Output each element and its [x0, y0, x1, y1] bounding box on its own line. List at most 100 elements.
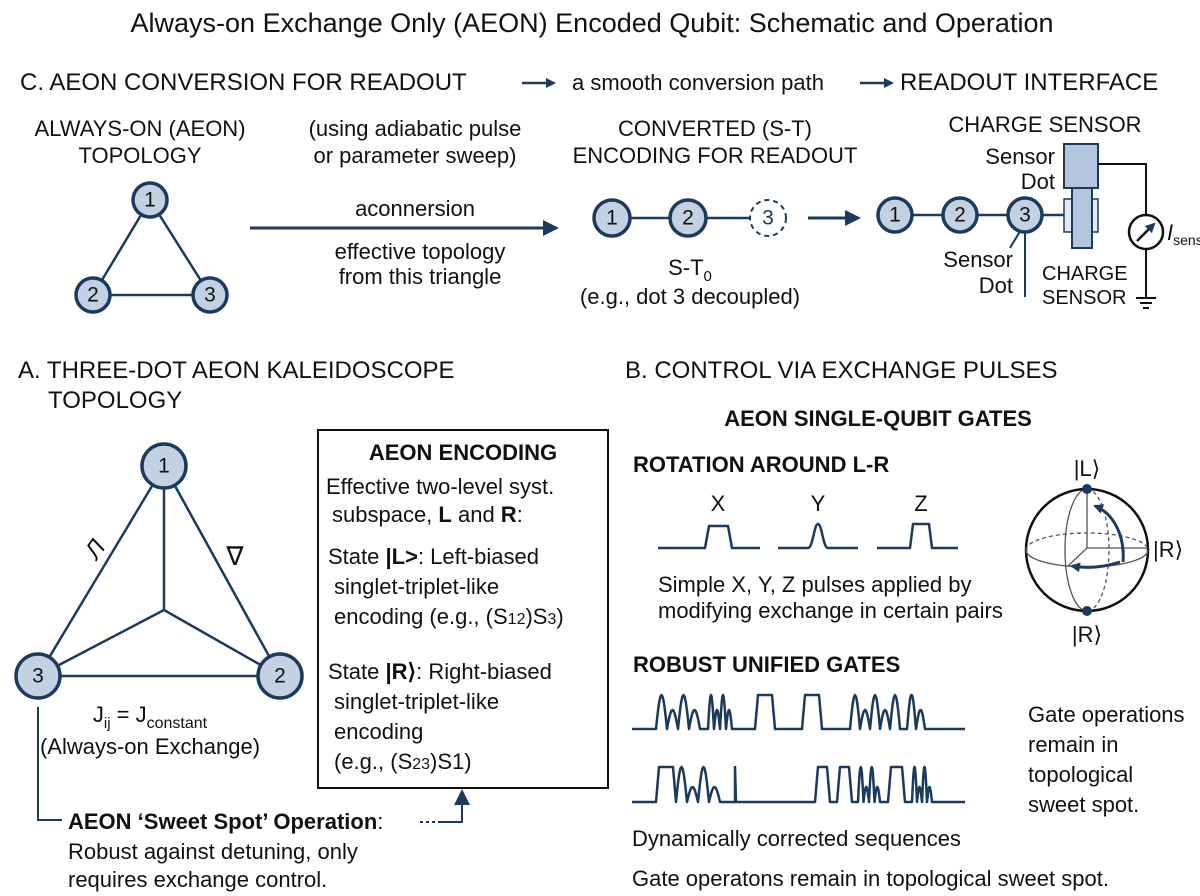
dot-label: 3: [32, 665, 44, 688]
dot-label: 2: [87, 284, 99, 307]
waveform-sequence: [632, 765, 965, 804]
sensor-channel: [1071, 185, 1093, 249]
sensor-dot-label: Sensor: [943, 247, 1013, 272]
state-r-text: encoding: [334, 719, 423, 744]
dot-node: [14, 652, 62, 700]
bloch-label-top: |L⟩: [1074, 456, 1101, 481]
dot-label: 3: [762, 207, 774, 230]
robust-note: Gate operations: [1028, 702, 1185, 727]
dot-label: 2: [682, 207, 694, 230]
pulse-label: Y: [811, 491, 826, 516]
dot-label: 2: [954, 204, 966, 227]
edge-symbol: ∇: [225, 541, 244, 571]
sensor-dot: [1063, 143, 1099, 189]
sweet-spot-title: AEON ‘Sweet Spot’ Operation:: [68, 809, 383, 834]
encoding-text: Effective two-level syst.: [326, 474, 554, 499]
gates-title: AEON SINGLE-QUBIT GATES: [724, 406, 1032, 431]
state-l-text: encoding (e.g., (S12)S3): [334, 604, 564, 629]
rotation-title: ROTATION AROUND L-R: [633, 452, 889, 477]
page-title: Always-on Exchange Only (AEON) Encoded Q…: [131, 8, 1054, 38]
dot-node: [592, 198, 632, 238]
dot-label: 1: [158, 455, 170, 478]
sweet-spot-desc: requires exchange control.: [68, 867, 327, 892]
sweet-spot-desc: Robust against detuning, only: [68, 839, 358, 864]
path-label: a smooth conversion path: [572, 70, 824, 95]
arrow-sublabel: effective topology: [335, 239, 506, 264]
sensor-title: CHARGE SENSOR: [948, 112, 1141, 137]
state-l-text: State |L>: Left-biased: [328, 544, 539, 569]
arrow-icon: [440, 789, 470, 823]
pulse-label: Z: [914, 491, 927, 516]
dot-node: [876, 196, 914, 234]
j-label: Jij = Jconstant: [93, 702, 208, 732]
bloch-label-right: |R⟩: [1153, 537, 1183, 562]
section-c-heading: C. AEON CONVERSION FOR READOUT: [20, 69, 467, 96]
section-b-heading: B. CONTROL VIA EXCHANGE PULSES: [625, 357, 1058, 384]
robust-note: topological: [1028, 762, 1133, 787]
dot-label: 1: [144, 189, 156, 212]
converted-chain: 1 2 3: [592, 198, 787, 238]
topology-title: ALWAYS-ON (AEON): [34, 116, 245, 141]
dot-node: [74, 276, 112, 314]
charge-sensor-label: CHARGE: [1042, 263, 1128, 285]
small-triangle: 1 2 3: [74, 181, 229, 314]
section-a: A. THREE-DOT AEON KALEIDOSCOPE TOPOLOGY …: [14, 357, 609, 892]
readout-chain: 1 2 3: [876, 143, 1165, 309]
charge-sensor-label: SENSOR: [1042, 287, 1126, 309]
dot-node: [668, 198, 708, 238]
x-pulse: [658, 524, 760, 550]
section-a-heading: TOPOLOGY: [48, 387, 182, 414]
st-note: (e.g., dot 3 decoupled): [580, 284, 800, 309]
section-b: B. CONTROL VIA EXCHANGE PULSES AEON SING…: [625, 357, 1185, 891]
encoding-box: AEON ENCODING Effective two-level syst. …: [317, 429, 609, 789]
dot-node: [1006, 196, 1044, 234]
sequence-caption: Dynamically corrected sequences: [632, 826, 961, 851]
dot-node: [191, 276, 229, 314]
y-pulse: [778, 522, 858, 550]
state-r-text: State |R⟩: Right-biased: [328, 659, 552, 684]
state-l-text: singlet-triplet-like: [334, 574, 499, 599]
footer-text: Gate operatons remain in topological swe…: [632, 866, 1109, 891]
exchange-note: (Always-on Exchange): [40, 734, 260, 759]
sensor-dot-label: Dot: [979, 273, 1013, 298]
dot-label: 3: [1019, 204, 1031, 227]
pulse-desc: modifying exchange in certain pairs: [658, 598, 1003, 623]
method-note: or parameter sweep): [314, 143, 517, 168]
dot-label: 1: [606, 207, 618, 230]
dot-label: 1: [889, 204, 901, 227]
rotation-arrow: [1093, 504, 1125, 563]
state-r-text: (e.g., (S23)S1): [334, 749, 472, 774]
robust-title: ROBUST UNIFIED GATES: [633, 652, 900, 677]
section-c: C. AEON CONVERSION FOR READOUT a smooth …: [20, 69, 1200, 314]
state-r-text: singlet-triplet-like: [334, 689, 499, 714]
readout-heading: READOUT INTERFACE: [900, 69, 1158, 96]
converted-title: ENCODING FOR READOUT: [573, 143, 858, 168]
sensor-dot-label: Dot: [1021, 169, 1055, 194]
pulse-desc: Simple X, Y, Z pulses applied by: [658, 572, 971, 597]
sensor-dot-label: Sensor: [985, 144, 1055, 169]
encoding-title: AEON ENCODING: [369, 440, 557, 465]
z-pulse: [877, 522, 958, 550]
dot-node: [256, 652, 304, 700]
dot-node: [131, 181, 169, 219]
kaleidoscope-triangle: 1 2 3 Л ∇: [14, 442, 304, 700]
waveform-sequence: [632, 693, 965, 731]
pulse-label: X: [711, 491, 726, 516]
arrow-sublabel: from this triangle: [339, 264, 502, 289]
converted-title: CONVERTED (S-T): [618, 116, 812, 141]
st-label: S-T0: [668, 255, 712, 285]
current-label: Isens: [1167, 220, 1200, 248]
bloch-sphere: |L⟩ |R⟩ |R⟩: [1024, 456, 1183, 647]
dot-label: 3: [204, 284, 216, 307]
robust-note: sweet spot.: [1028, 792, 1139, 817]
robust-waveforms: [632, 693, 965, 804]
method-note: (using adiabatic pulse: [309, 116, 522, 141]
rotation-arrow: [1070, 560, 1121, 573]
arrow-label: aconnersion: [355, 196, 475, 221]
encoding-text: subspace, L and R:: [332, 502, 523, 527]
decoupled-dot: [749, 199, 787, 237]
dot-label: 2: [274, 665, 286, 688]
ground-icon: [1136, 297, 1156, 309]
dot-node: [140, 442, 188, 490]
